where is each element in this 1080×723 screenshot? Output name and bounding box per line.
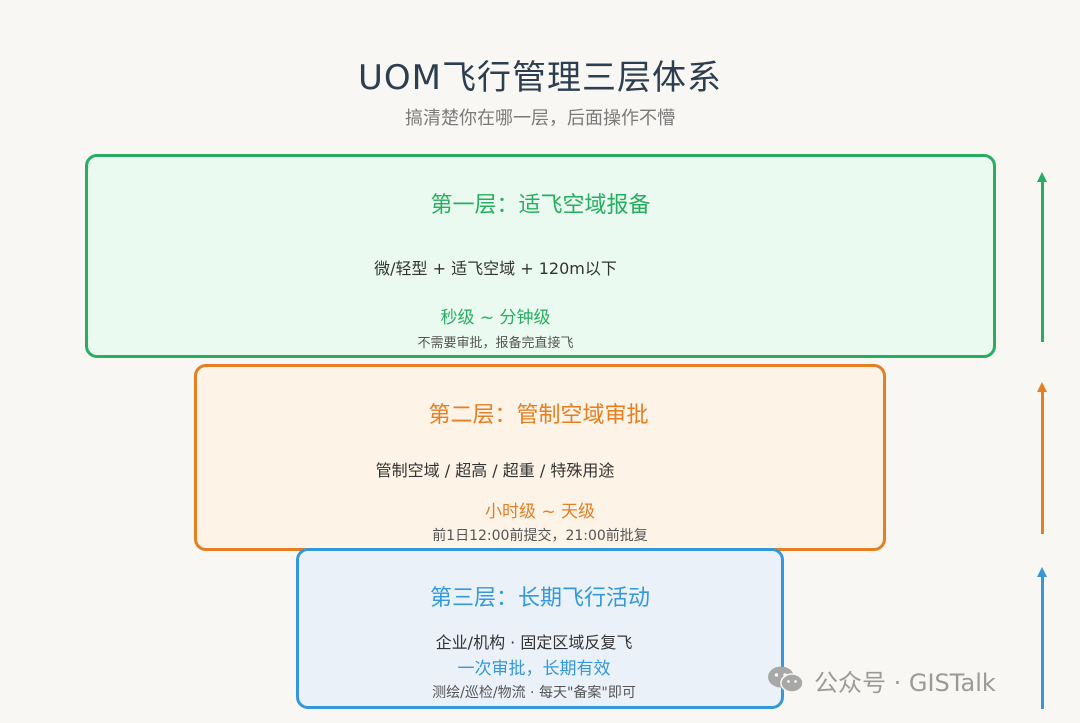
layer-1-scope: 微/轻型 + 适飞空域 + 120m以下 xyxy=(374,259,617,278)
diagram-subtitle: 搞清楚你在哪一层，后面操作不懵 xyxy=(405,108,675,129)
layer-1-up-arrow-icon xyxy=(1037,172,1047,342)
layer-1-box: 第一层：适飞空域报备 微/轻型 + 适飞空域 + 120m以下 秒级 ~ 分钟级… xyxy=(85,154,996,358)
layer-2-speed: 小时级 ~ 天级 xyxy=(484,502,596,522)
wechat-icon xyxy=(768,666,804,693)
watermark: 公众号 · GISTalk xyxy=(766,662,996,698)
layer-2-note: 前1日12:00前提交，21:00前批复 xyxy=(432,528,648,544)
layer-2-scope: 管制空域 / 超高 / 超重 / 特殊用途 xyxy=(375,461,615,480)
layer-1-note: 不需要审批，报备完直接飞 xyxy=(417,336,574,351)
layer-3-heading: 第三层：长期飞行活动 xyxy=(429,586,650,611)
layer-3-note: 测绘/巡检/物流 · 每天"备案"即可 xyxy=(432,685,636,701)
layer-3-scope: 企业/机构 · 固定区域反复飞 xyxy=(435,633,633,652)
diagram-title: UOM飞行管理三层体系 xyxy=(358,58,722,98)
layer-3-box: 第三层：长期飞行活动 企业/机构 · 固定区域反复飞 一次审批，长期有效 测绘/… xyxy=(296,548,784,709)
layer-3-up-arrow-icon xyxy=(1037,567,1047,709)
watermark-text: 公众号 · GISTalk xyxy=(814,668,996,697)
layer-2-heading: 第二层：管制空域审批 xyxy=(428,403,649,428)
layer-1-heading: 第一层：适飞空域报备 xyxy=(430,193,651,218)
layer-3-speed: 一次审批，长期有效 xyxy=(457,659,611,679)
layer-2-box: 第二层：管制空域审批 管制空域 / 超高 / 超重 / 特殊用途 小时级 ~ 天… xyxy=(194,364,886,551)
layer-1-speed: 秒级 ~ 分钟级 xyxy=(440,308,551,328)
layer-2-up-arrow-icon xyxy=(1037,382,1047,534)
